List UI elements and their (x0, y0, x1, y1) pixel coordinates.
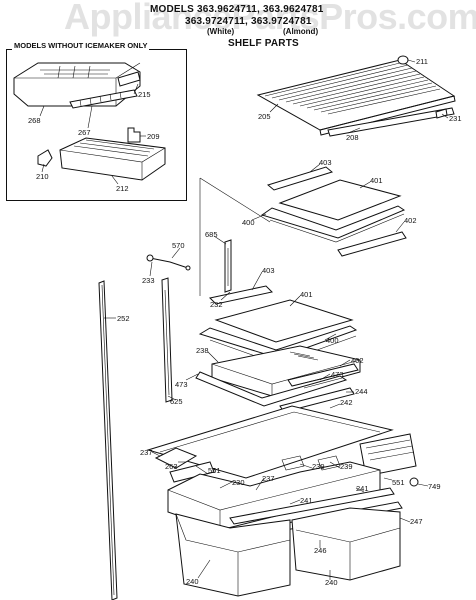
part-label-244: 244 (355, 387, 368, 396)
part-label-241-right: 241 (356, 484, 369, 493)
upper-shelf-drawing (260, 166, 407, 257)
models-line-1: MODELS 363.9624711, 363.9624781 (150, 4, 324, 15)
part-label-749: 749 (428, 482, 441, 491)
watermark: AppliancePartsPros.com (64, 0, 476, 37)
part-label-403-upper: 403 (319, 158, 332, 167)
part-211-drawing (397, 55, 409, 65)
part-label-247: 247 (410, 517, 423, 526)
part-label-211: 211 (416, 57, 428, 66)
wire-harness-drawing (146, 254, 191, 271)
part-label-401-middle: 401 (300, 290, 313, 299)
part-209-drawing (127, 127, 141, 143)
part-label-242: 242 (340, 398, 353, 407)
left-crisper-drawer-drawing (175, 513, 291, 597)
part-label-209: 209 (147, 132, 160, 141)
part-label-232-upper: 232 (210, 300, 223, 309)
auger-drawing (69, 89, 138, 109)
part-label-403-middle: 403 (262, 266, 275, 275)
part-label-252: 252 (117, 314, 130, 323)
part-label-570: 570 (172, 241, 185, 250)
part-label-230: 230 (232, 478, 245, 487)
part-label-233: 233 (142, 276, 155, 285)
part-label-685: 685 (205, 230, 218, 239)
part-label-625: 625 (170, 397, 183, 406)
ice-tray-drawing (59, 137, 166, 181)
crisper-frame-drawing (195, 345, 361, 413)
models-line-2: 363.9724711, 363.9724781 (185, 16, 312, 27)
part-label-402-middle: 402 (351, 356, 364, 365)
crisper-cover-glass-drawing (146, 405, 394, 479)
part-label-212: 212 (116, 184, 129, 193)
part-label-241-left: 241 (300, 496, 313, 505)
color-almond-label: (Almond) (283, 27, 319, 36)
color-white-label: (White) (207, 27, 235, 36)
part-label-240-left: 240 (186, 577, 199, 586)
part-label-400-middle: 400 (326, 336, 339, 345)
part-label-402-upper: 402 (404, 216, 417, 225)
part-label-263: 263 (165, 462, 178, 471)
inset-title: MODELS WITHOUT ICEMAKER ONLY (12, 41, 150, 50)
part-label-473-right: 473 (331, 370, 344, 379)
part-label-267: 267 (78, 128, 91, 137)
part-label-401-upper: 401 (370, 176, 383, 185)
part-label-237-right: 237 (262, 474, 275, 483)
part-label-239-right: 239 (340, 462, 353, 471)
part-label-237-left: 237 (140, 448, 153, 457)
part-label-239-left: 239 (312, 462, 325, 471)
panel-edge-drawing (199, 177, 271, 223)
part-label-210: 210 (36, 172, 49, 181)
long-rail-252-drawing (98, 280, 118, 600)
part-label-473-left: 473 (175, 380, 188, 389)
part-label-238: 238 (196, 346, 209, 355)
vertical-rail-625-drawing (161, 277, 173, 403)
part-label-208: 208 (346, 133, 359, 142)
part-label-268: 268 (28, 116, 41, 125)
part-210-drawing (37, 149, 53, 167)
part-label-240-right: 240 (325, 578, 338, 587)
part-label-246: 246 (314, 546, 327, 555)
part-label-215: 215 (138, 90, 151, 99)
part-215-drawing (117, 71, 141, 87)
part-label-551-left: 551 (208, 466, 221, 475)
diagram-title: SHELF PARTS (228, 38, 299, 49)
vertical-rail-drawing (224, 239, 232, 293)
part-label-400-upper: 400 (242, 218, 255, 227)
right-crisper-drawer-drawing (291, 507, 401, 581)
part-label-551-right: 551 (392, 478, 405, 487)
wire-shelf-drawing (256, 59, 456, 136)
part-label-205: 205 (258, 112, 271, 121)
part-label-231: 231 (449, 114, 462, 123)
shelf-trim-208-drawing (327, 107, 455, 137)
